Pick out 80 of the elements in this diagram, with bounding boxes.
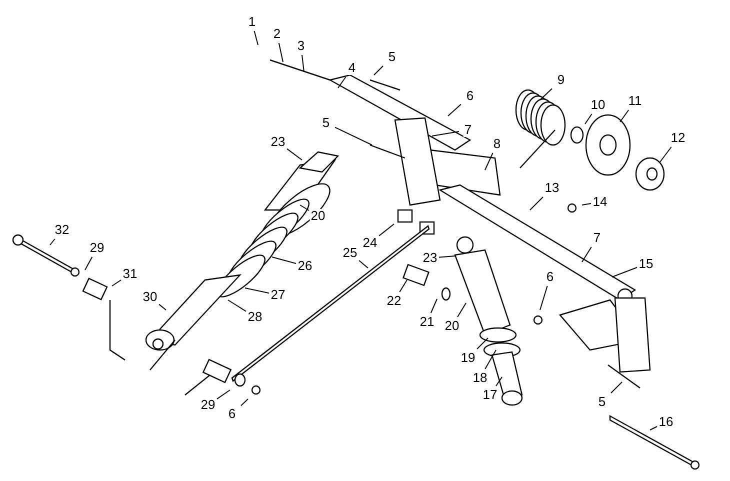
callout-number: 24: [362, 236, 378, 250]
callout-number: 14: [592, 195, 608, 209]
callout-number: 12: [670, 131, 686, 145]
callout-number: 5: [597, 395, 607, 409]
leader-line: [84, 256, 93, 270]
callout-number: 29: [88, 241, 106, 255]
callout-number: 6: [227, 407, 237, 421]
callout-number: 16: [658, 415, 674, 429]
callout-number: 2: [272, 27, 282, 41]
callout-number: 26: [296, 259, 314, 273]
callout-number: 8: [492, 137, 502, 151]
callout-number: 9: [556, 73, 566, 87]
leader-line: [457, 302, 466, 318]
leader-line: [540, 286, 548, 310]
callout-number: 21: [418, 315, 436, 329]
callout-number: 22: [386, 294, 402, 308]
leader-line: [300, 204, 310, 211]
leader-line: [496, 376, 502, 386]
callout-number: 32: [54, 223, 70, 237]
leader-line: [278, 42, 284, 62]
leader-line: [244, 288, 270, 294]
leader-line: [254, 30, 258, 46]
callout-number: 23: [270, 135, 286, 149]
callout-number: 17: [482, 388, 498, 402]
leader-line: [338, 76, 346, 88]
leader-line: [286, 148, 302, 160]
leader-line: [650, 426, 658, 430]
leader-line: [448, 104, 462, 116]
callout-number: 29: [200, 398, 216, 412]
callout-number: 6: [545, 270, 555, 284]
callout-number: 7: [592, 231, 602, 245]
leader-line: [530, 196, 544, 210]
leader-line: [374, 66, 384, 76]
callout-number: 27: [270, 288, 286, 302]
leader-line: [430, 298, 438, 314]
callout-number: 11: [627, 94, 643, 108]
leader-line: [378, 224, 394, 236]
callout-number: 6: [465, 89, 475, 103]
callout-number: 13: [544, 181, 560, 195]
callout-number: 18: [472, 371, 488, 385]
leader-line: [228, 300, 246, 312]
leader-line: [484, 152, 494, 170]
callout-number: 10: [590, 98, 606, 112]
leader-line: [358, 260, 368, 268]
callout-number: 3: [296, 39, 306, 53]
leader-line: [399, 280, 408, 292]
leader-line: [216, 390, 230, 400]
callout-number: 5: [387, 50, 397, 64]
callout-number: 23: [422, 251, 438, 265]
leader-line: [432, 131, 460, 136]
leader-line: [334, 126, 372, 146]
callout-number: 20: [310, 209, 326, 223]
leader-line: [438, 256, 456, 258]
callout-number: 20: [444, 319, 460, 333]
leader-line: [240, 398, 248, 406]
leader-line: [610, 382, 622, 394]
callout-number: 25: [342, 246, 358, 260]
leader-line: [112, 280, 122, 286]
callout-number: 4: [347, 61, 357, 75]
leader-line: [582, 203, 592, 206]
leader-line: [582, 246, 592, 262]
leader-line: [660, 146, 672, 162]
callout-number: 7: [463, 123, 473, 137]
callout-number: 28: [246, 310, 264, 324]
callout-number: 19: [460, 351, 476, 365]
leader-line: [476, 338, 488, 350]
callout-number: 31: [122, 267, 138, 281]
leader-line: [302, 54, 304, 72]
leader-line: [50, 238, 56, 246]
leader-line: [612, 266, 638, 278]
leader-line: [272, 256, 296, 264]
callout-number: 5: [321, 116, 331, 130]
leader-line: [584, 114, 592, 124]
leader-line: [484, 350, 496, 370]
leader-line: [620, 110, 630, 122]
callout-number: 15: [638, 257, 654, 271]
callout-number: 30: [142, 290, 158, 304]
leader-line: [540, 88, 552, 100]
callout-number: 1: [247, 15, 257, 29]
leader-line: [158, 304, 166, 310]
